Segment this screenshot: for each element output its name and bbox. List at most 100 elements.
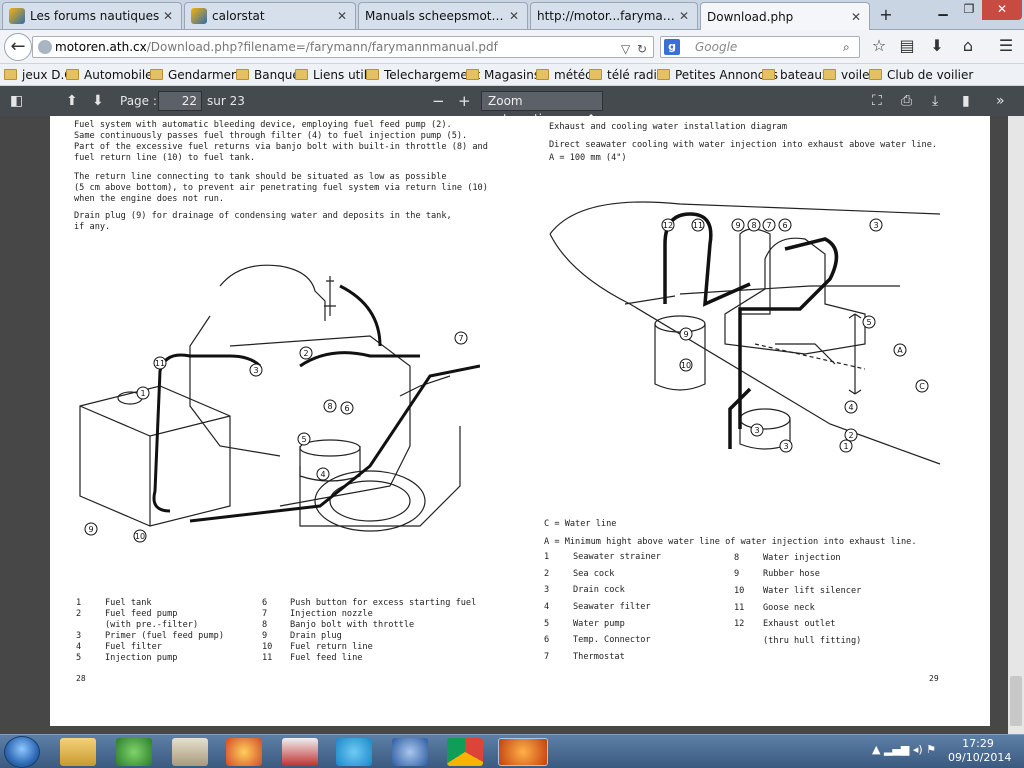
bookmark-label: Magasins — [484, 68, 541, 82]
zoom-out-button[interactable]: − — [432, 92, 445, 110]
svg-text:7: 7 — [458, 334, 463, 343]
bookmark-meteo[interactable]: météo — [536, 67, 593, 83]
tab-manuals[interactable]: Manuals scheepsmotoren ... ✕ — [358, 2, 528, 29]
skype-icon[interactable] — [336, 738, 372, 766]
bookmark-automobiles[interactable]: Automobiles — [66, 67, 159, 83]
bookmark-icon[interactable]: ▮ — [962, 93, 970, 109]
thunderbird-icon[interactable] — [392, 738, 428, 766]
vertical-scrollbar[interactable] — [1008, 116, 1024, 734]
text-line: Same continuously passes fuel through fi… — [74, 131, 468, 141]
tab-download[interactable]: Download.php ✕ — [700, 2, 870, 30]
close-tab-icon[interactable]: ✕ — [850, 9, 862, 24]
menu-icon[interactable]: ☰ — [998, 36, 1014, 55]
system-tray[interactable]: ▲ ▂▄▆ ◂) ⚑ — [872, 743, 937, 756]
folder-icon — [66, 69, 79, 80]
bookmark-liens-utile[interactable]: Liens utile — [295, 67, 374, 83]
engine-drawing — [79, 264, 461, 532]
svg-text:5: 5 — [301, 435, 306, 444]
page-number-input[interactable]: 22 — [158, 91, 202, 111]
pdf-viewer[interactable]: Fuel system with automatic bleeding devi… — [0, 116, 1024, 734]
bookmark-bateaux[interactable]: bateaux — [762, 67, 829, 83]
bookmarks-list-icon[interactable]: ▤ — [899, 36, 915, 55]
previous-page-icon[interactable]: ⬆ — [66, 93, 78, 109]
tab-forums-nautiques[interactable]: Les forums nautiques ✕ — [2, 2, 182, 29]
address-bar[interactable]: motoren.ath.cx/Download.php?filename=/fa… — [32, 36, 654, 58]
home-icon[interactable]: ⌂ — [962, 36, 974, 55]
windows-start-button[interactable] — [4, 736, 40, 768]
reload-icon[interactable]: ↻ — [637, 42, 648, 56]
bookmark-label: Liens utile — [313, 68, 375, 82]
callout-9: 9 — [84, 522, 98, 536]
system-clock[interactable]: 17:29 09/10/2014 — [948, 737, 1011, 765]
callouts: 1 2 3 4 5 6 7 8 9 10 11 — [84, 331, 468, 543]
file-explorer-icon[interactable] — [60, 738, 96, 766]
bookmark-club-de-voilier[interactable]: Club de voilier — [869, 67, 973, 83]
close-tab-icon[interactable]: ✕ — [336, 9, 348, 23]
search-input[interactable]: g Google ⌕ — [660, 36, 860, 58]
tab-calorstat[interactable]: calorstat ✕ — [184, 2, 356, 29]
bookmark-voile[interactable]: voile — [823, 67, 870, 83]
sidebar-toggle-icon[interactable]: ◧ — [10, 93, 24, 109]
zoom-select[interactable]: Zoom automatique⬍ — [481, 91, 603, 126]
back-button[interactable]: ← — [4, 33, 32, 61]
more-tools-icon[interactable]: » — [996, 93, 1005, 109]
svg-text:11: 11 — [693, 221, 703, 230]
bookmark-gendarmerie[interactable]: Gendarmerie — [150, 67, 247, 83]
url-host: motoren.ath.cx — [55, 40, 147, 54]
bookmark-banque[interactable]: Banque — [236, 67, 300, 83]
bookmark-label: jeux D.O — [22, 68, 74, 82]
pdf-toolbar: ◧ ⬆ ⬇ Page : 22 sur 23 − + Zoom automati… — [0, 86, 1024, 126]
folder-icon — [295, 69, 308, 80]
windows-taskbar: ▲ ▂▄▆ ◂) ⚑ 17:29 09/10/2014 — [0, 734, 1024, 768]
legend-number: 11 — [262, 653, 273, 663]
bookmark-magasins[interactable]: Magasins — [466, 67, 540, 83]
callout-6: 6 — [778, 218, 792, 232]
save-icon[interactable]: ⤓ — [932, 93, 939, 109]
svg-text:9: 9 — [88, 525, 93, 534]
bookmark-telechargement[interactable]: Telechargement — [366, 67, 480, 83]
bookmarks-toolbar: jeux D.O Automobiles Gendarmerie Banque … — [0, 64, 1024, 86]
chrome-icon[interactable] — [447, 738, 483, 766]
bookmark-petites-annonces[interactable]: Petites Annonces — [657, 67, 778, 83]
zoom-in-button[interactable]: + — [458, 92, 471, 110]
app-icon[interactable] — [282, 738, 318, 766]
close-tab-icon[interactable]: ✕ — [162, 9, 174, 23]
fullscreen-icon[interactable]: ⛶ — [872, 93, 882, 109]
new-tab-button[interactable]: + — [879, 5, 893, 24]
svg-text:11: 11 — [155, 359, 165, 368]
magnifier-icon[interactable]: ⌕ — [843, 40, 850, 54]
svg-text:3: 3 — [873, 221, 878, 230]
folder-icon — [4, 69, 17, 80]
download-icon[interactable]: ⬇ — [930, 36, 944, 55]
minimize-icon[interactable]: ▁ — [938, 2, 948, 16]
close-window-icon[interactable]: ✕ — [982, 0, 1022, 20]
callout-12: 12 — [661, 218, 675, 232]
bookmark-label: météo — [554, 68, 593, 82]
google-icon[interactable]: g — [664, 39, 680, 55]
bookmark-jeux[interactable]: jeux D.O — [4, 67, 74, 83]
folder-icon — [869, 69, 882, 80]
callout-7: 7 — [762, 218, 776, 232]
legend-text: Water lift silencer — [763, 586, 862, 596]
bookmark-tele-radio[interactable]: télé radio — [589, 67, 664, 83]
next-page-icon[interactable]: ⬇ — [92, 93, 104, 109]
media-player-icon[interactable] — [116, 738, 152, 766]
bookmark-label: Club de voilier — [887, 68, 974, 82]
bookmark-label: bateaux — [780, 68, 830, 82]
hull-drawing — [549, 201, 941, 465]
paint-icon[interactable] — [226, 738, 262, 766]
folder-icon — [657, 69, 670, 80]
close-tab-icon[interactable]: ✕ — [508, 9, 520, 23]
history-dropdown-icon[interactable]: ▽ — [621, 42, 631, 56]
tab-motoren[interactable]: http://motor...farymann.php ✕ — [530, 2, 698, 29]
svg-text:6: 6 — [344, 404, 349, 413]
bookmark-label: voile — [841, 68, 870, 82]
notepad-icon[interactable] — [172, 738, 208, 766]
scrollbar-thumb[interactable] — [1010, 676, 1022, 726]
svg-text:C: C — [919, 382, 925, 391]
close-tab-icon[interactable]: ✕ — [678, 9, 690, 23]
firefox-icon[interactable] — [498, 738, 548, 766]
restore-icon[interactable]: ❐ — [963, 2, 975, 16]
print-icon[interactable]: ⎙ — [901, 93, 913, 109]
bookmark-star-icon[interactable]: ☆ — [871, 36, 887, 55]
